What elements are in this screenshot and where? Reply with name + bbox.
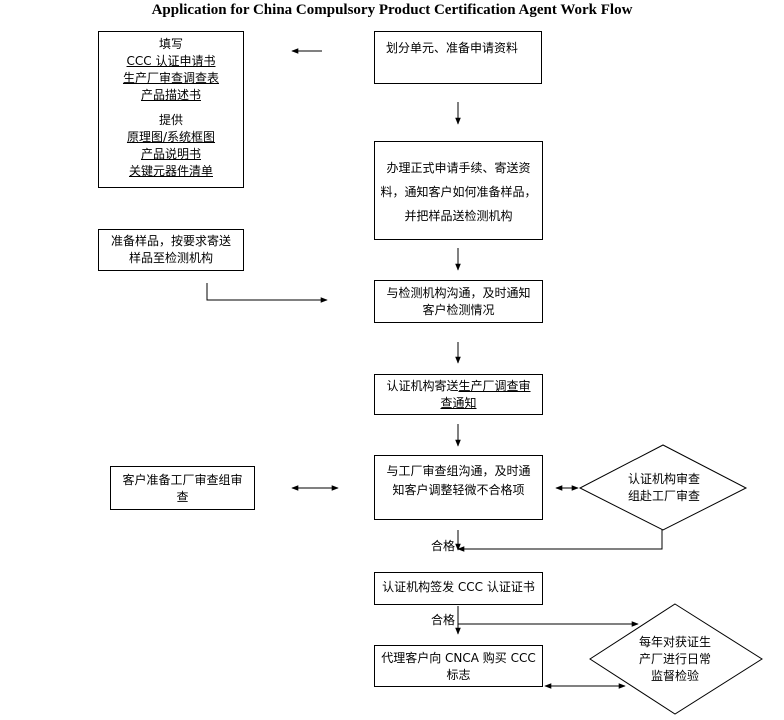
form-item-schematic: 原理图/系统框图 [126, 130, 216, 144]
step-1-box: 划分单元、准备申请资料 [374, 31, 542, 84]
pass-label-2: 合格 [431, 613, 456, 627]
form-box: 填写 CCC 认证申请书 生产厂审查调查表 产品描述书 提供 原理图/系统框图 … [98, 31, 244, 188]
step-2-line-2: 料，通知客户如何准备样品， [380, 185, 537, 199]
step-6-box: 认证机构签发 CCC 认证证书 [374, 572, 543, 605]
arrow-diamond-pass [457, 528, 663, 552]
diamond-audit-line-1: 认证机构审查 [627, 472, 700, 486]
step-7-line-1: 代理客户向 CNCA 购买 CCC [381, 651, 536, 665]
step-2-line-1: 办理正式申请手续、寄送资 [386, 161, 531, 175]
page-title: Application for China Compulsory Product… [151, 2, 633, 18]
sample-line-1: 准备样品，按要求寄送 [110, 234, 231, 248]
step-4-line-2: 查通知 [440, 396, 477, 410]
step-4-line-1: 认证机构寄送生产厂调查审 [375, 378, 542, 395]
sample-line-2: 样品至检测机构 [128, 251, 213, 265]
form-item-application: CCC 认证申请书 [126, 54, 216, 68]
step-4-prefix: 认证机构寄送 [386, 379, 459, 393]
diamond-supervision-line-1: 每年对获证生 [638, 635, 711, 649]
step-4-underlined: 生产厂调查审 [458, 379, 531, 393]
form-item-components: 关键元器件清单 [128, 164, 213, 178]
diamond-audit-shape [578, 444, 748, 531]
step-6-text: 认证机构签发 CCC 认证证书 [382, 580, 535, 594]
form-heading-fill: 填写 [158, 37, 183, 51]
form-item-factory-survey: 生产厂审查调查表 [122, 71, 219, 85]
sample-box: 准备样品，按要求寄送 样品至检测机构 [98, 229, 244, 271]
step-3-box: 与检测机构沟通，及时通知 客户检测情况 [374, 280, 543, 323]
step-3-line-2: 客户检测情况 [422, 303, 495, 317]
step-5-line-2: 知客户调整轻微不合格项 [392, 483, 525, 497]
form-item-manual: 产品说明书 [140, 147, 201, 161]
step-7-line-2: 标志 [446, 668, 471, 682]
audit-prep-line-2: 查 [176, 490, 189, 504]
form-item-product-desc: 产品描述书 [140, 88, 201, 102]
audit-prep-box: 客户准备工厂审查组审 查 [110, 466, 255, 510]
diamond-supervision-shape [589, 603, 763, 715]
step-2-line-3: 并把样品送检测机构 [404, 209, 513, 223]
step-1-text: 划分单元、准备申请资料 [386, 41, 519, 55]
step-5-box: 与工厂审查组沟通，及时通 知客户调整轻微不合格项 [374, 455, 543, 520]
diamond-audit-line-2: 组赴工厂审查 [627, 489, 700, 503]
arrow-pass-supervision [457, 612, 639, 627]
audit-prep-line-1: 客户准备工厂审查组审 [122, 473, 243, 487]
step-5-line-1: 与工厂审查组沟通，及时通 [386, 464, 531, 478]
diamond-supervision-text: 每年对获证生 产厂进行日常 监督检验 [623, 634, 727, 685]
diamond-audit-text: 认证机构审查 组赴工厂审查 [612, 471, 716, 505]
arrow-sample-to-s3 [206, 283, 328, 303]
step-7-box: 代理客户向 CNCA 购买 CCC 标志 [374, 645, 543, 687]
pass-label-1: 合格 [431, 539, 456, 553]
step-4-box: 认证机构寄送生产厂调查审 查通知 [374, 374, 543, 415]
diamond-supervision-line-2: 产厂进行日常 [638, 652, 711, 666]
form-heading-provide: 提供 [158, 113, 183, 127]
step-2-box: 办理正式申请手续、寄送资 料，通知客户如何准备样品， 并把样品送检测机构 [374, 141, 543, 240]
diamond-supervision-line-3: 监督检验 [650, 669, 699, 683]
step-3-line-1: 与检测机构沟通，及时通知 [386, 286, 531, 300]
